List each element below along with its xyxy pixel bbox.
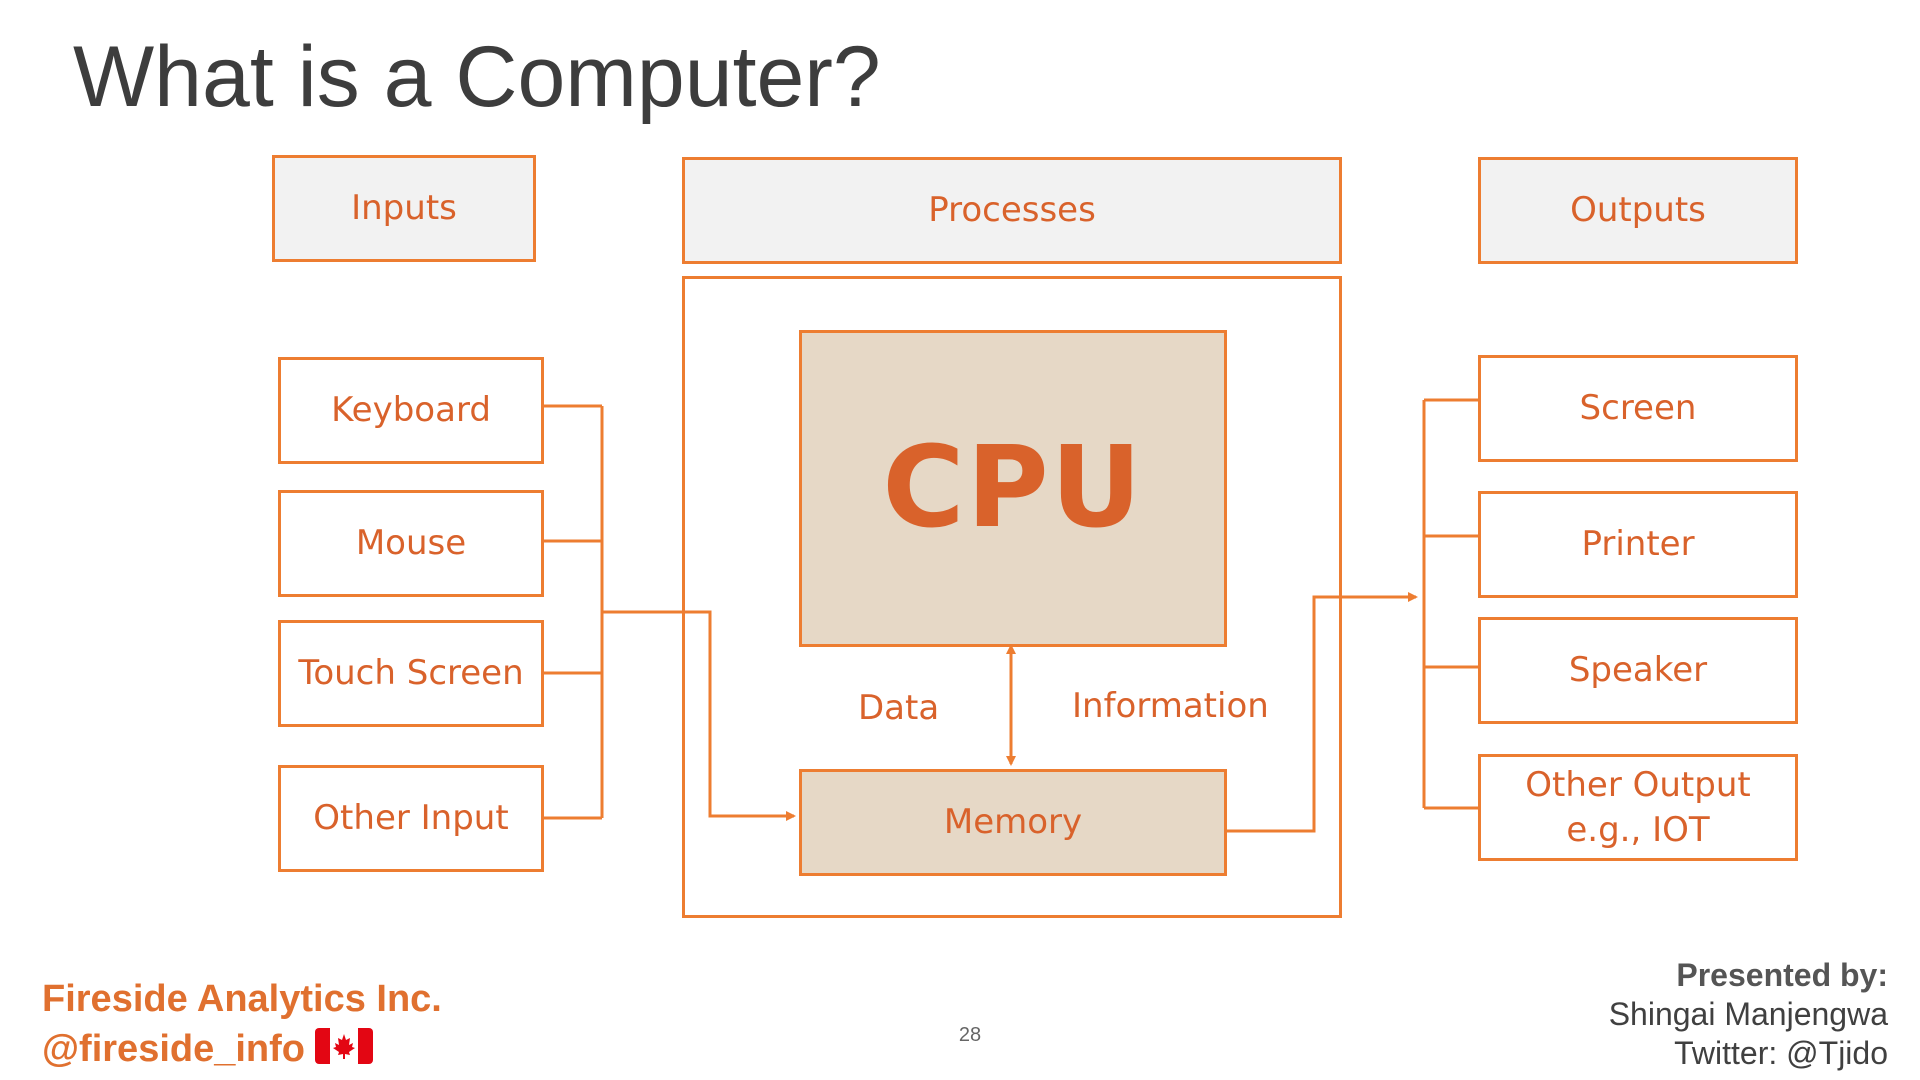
output-speaker-box: Speaker — [1478, 617, 1798, 724]
company-handle: @fireside_info — [42, 1028, 305, 1071]
canada-flag-icon — [315, 1028, 373, 1074]
inputs-header: Inputs — [272, 155, 536, 262]
input-other-label: Other Input — [313, 798, 509, 839]
memory-box: Memory — [799, 769, 1227, 876]
input-mouse-label: Mouse — [355, 523, 467, 564]
inputs-header-label: Inputs — [351, 188, 457, 229]
output-other-label: Other Output — [1525, 765, 1751, 806]
input-keyboard-box: Keyboard — [278, 357, 544, 464]
output-other-example-label: e.g., IOT — [1566, 809, 1710, 850]
output-printer-label: Printer — [1581, 524, 1695, 565]
outputs-header-label: Outputs — [1570, 190, 1706, 231]
input-mouse-box: Mouse — [278, 490, 544, 597]
cpu-label: CPU — [882, 422, 1144, 553]
data-label: Data — [858, 688, 940, 728]
page-number: 28 — [958, 1024, 982, 1046]
output-printer-box: Printer — [1478, 491, 1798, 598]
output-screen-label: Screen — [1579, 388, 1697, 429]
input-other-box: Other Input — [278, 765, 544, 872]
input-touch-screen-box: Touch Screen — [278, 620, 544, 727]
presented-by-label: Presented by: — [1676, 957, 1888, 993]
presenter-twitter: Twitter: @Tjido — [1674, 1035, 1888, 1071]
output-other-box: Other Output e.g., IOT — [1478, 754, 1798, 861]
output-speaker-label: Speaker — [1568, 650, 1708, 691]
company-name: Fireside Analytics Inc. — [42, 978, 442, 1020]
company-handle-row: @fireside_info — [42, 1028, 373, 1074]
outputs-header: Outputs — [1478, 157, 1798, 264]
input-keyboard-label: Keyboard — [331, 390, 491, 431]
processes-header: Processes — [682, 157, 1342, 264]
cpu-box: CPU — [799, 330, 1227, 647]
memory-label: Memory — [943, 802, 1083, 843]
page-title: What is a Computer? — [73, 29, 881, 125]
presenter-name: Shingai Manjengwa — [1608, 996, 1888, 1032]
information-label: Information — [1072, 686, 1269, 726]
input-touch-screen-label: Touch Screen — [298, 653, 524, 694]
processes-header-label: Processes — [928, 190, 1096, 231]
output-screen-box: Screen — [1478, 355, 1798, 462]
